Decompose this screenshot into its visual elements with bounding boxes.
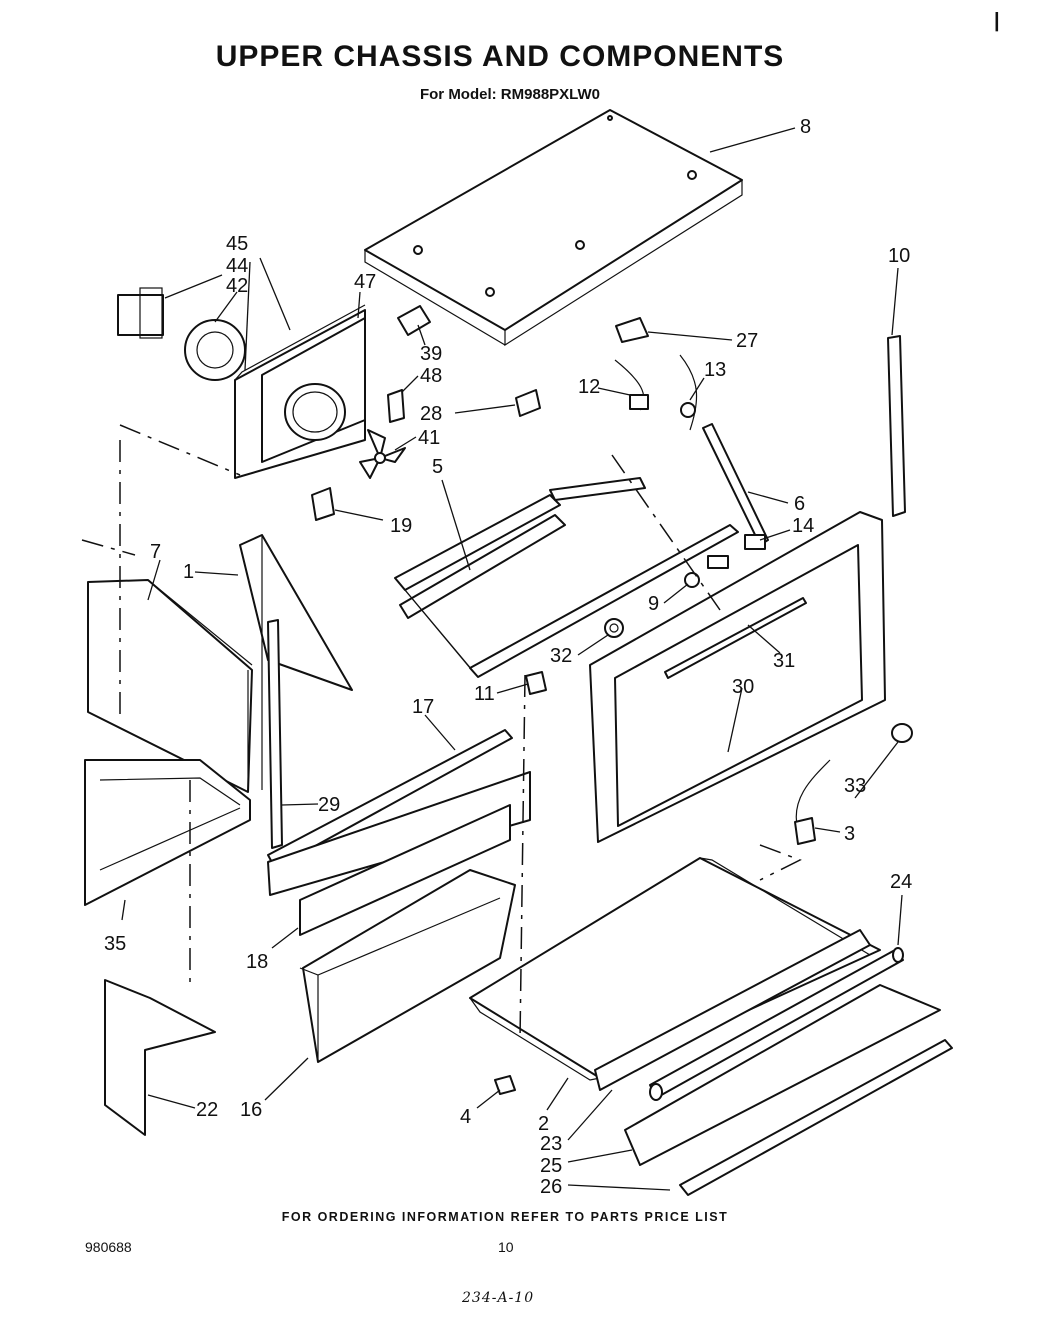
callout-13: 13 bbox=[704, 359, 726, 381]
callout-19: 19 bbox=[390, 515, 412, 537]
callout-45: 45 bbox=[226, 233, 248, 255]
callout-48: 48 bbox=[420, 365, 442, 387]
callout-32: 32 bbox=[550, 645, 572, 667]
part-lamp-assembly bbox=[594, 929, 953, 1196]
callout-25: 25 bbox=[540, 1155, 562, 1177]
callout-labels: 8 45 44 42 47 39 48 28 41 5 19 27 12 13 … bbox=[104, 116, 912, 1198]
part-door-frame bbox=[589, 511, 913, 843]
callout-2: 2 bbox=[538, 1113, 549, 1135]
assembly-guide-lines bbox=[81, 424, 802, 1041]
part-fan-motor bbox=[117, 287, 246, 381]
part-fan-blade bbox=[359, 429, 406, 479]
ordering-note: FOR ORDERING INFORMATION REFER TO PARTS … bbox=[281, 1210, 729, 1224]
document-number: 980688 bbox=[85, 1239, 132, 1255]
page-title: UPPER CHASSIS AND COMPONENTS bbox=[215, 40, 785, 73]
callout-3: 3 bbox=[844, 823, 855, 845]
callout-24: 24 bbox=[890, 871, 912, 893]
callout-16: 16 bbox=[240, 1099, 262, 1121]
leader-lines bbox=[121, 127, 903, 1191]
part-frame-rails bbox=[394, 477, 739, 678]
callout-17: 17 bbox=[412, 696, 434, 718]
callout-35: 35 bbox=[104, 933, 126, 955]
part-top-cover bbox=[364, 109, 743, 347]
callout-42: 42 bbox=[226, 275, 248, 297]
callout-10: 10 bbox=[888, 245, 910, 267]
callout-5: 5 bbox=[432, 456, 443, 478]
part-sockets bbox=[525, 671, 831, 845]
callout-47: 47 bbox=[354, 271, 376, 293]
callout-18: 18 bbox=[246, 951, 268, 973]
part-lower-panel bbox=[299, 869, 516, 1063]
callout-12: 12 bbox=[578, 376, 600, 398]
callout-33: 33 bbox=[844, 775, 866, 797]
callout-31: 31 bbox=[773, 650, 795, 672]
handwritten-code: 234-A-10 bbox=[462, 1290, 535, 1306]
callout-44: 44 bbox=[226, 255, 248, 277]
part-blower-housing bbox=[234, 304, 366, 479]
callout-9: 9 bbox=[648, 593, 659, 615]
callout-39: 39 bbox=[420, 343, 442, 365]
callout-7: 7 bbox=[150, 541, 161, 563]
callout-11: 11 bbox=[474, 683, 495, 705]
part-base-panel bbox=[84, 759, 251, 906]
part-lower-tray bbox=[469, 857, 881, 1095]
part-left-side-panel bbox=[87, 579, 253, 793]
part-heater-rod bbox=[614, 354, 769, 569]
page-number: 10 bbox=[498, 1239, 514, 1255]
part-vertical-strip bbox=[887, 335, 906, 517]
part-small-brackets bbox=[311, 305, 649, 521]
part-mounting-strip bbox=[267, 619, 283, 849]
callout-1: 1 bbox=[183, 561, 194, 583]
model-subtitle: For Model: RM988PXLW0 bbox=[419, 86, 601, 103]
callout-4: 4 bbox=[460, 1106, 471, 1128]
callout-26: 26 bbox=[540, 1176, 562, 1198]
callout-8: 8 bbox=[800, 116, 811, 138]
callout-14: 14 bbox=[792, 515, 814, 537]
callout-41: 41 bbox=[418, 427, 440, 449]
callout-30: 30 bbox=[732, 676, 754, 698]
callout-23: 23 bbox=[540, 1133, 562, 1155]
callout-28: 28 bbox=[420, 403, 442, 425]
callout-27: 27 bbox=[736, 330, 758, 352]
callout-22: 22 bbox=[196, 1099, 218, 1121]
corner-mark: | bbox=[994, 10, 1000, 32]
part-side-cover bbox=[104, 979, 216, 1136]
callout-6: 6 bbox=[794, 493, 805, 515]
callout-29: 29 bbox=[318, 794, 340, 816]
part-triangular-bracket bbox=[239, 534, 353, 790]
part-front-trim bbox=[267, 729, 531, 936]
